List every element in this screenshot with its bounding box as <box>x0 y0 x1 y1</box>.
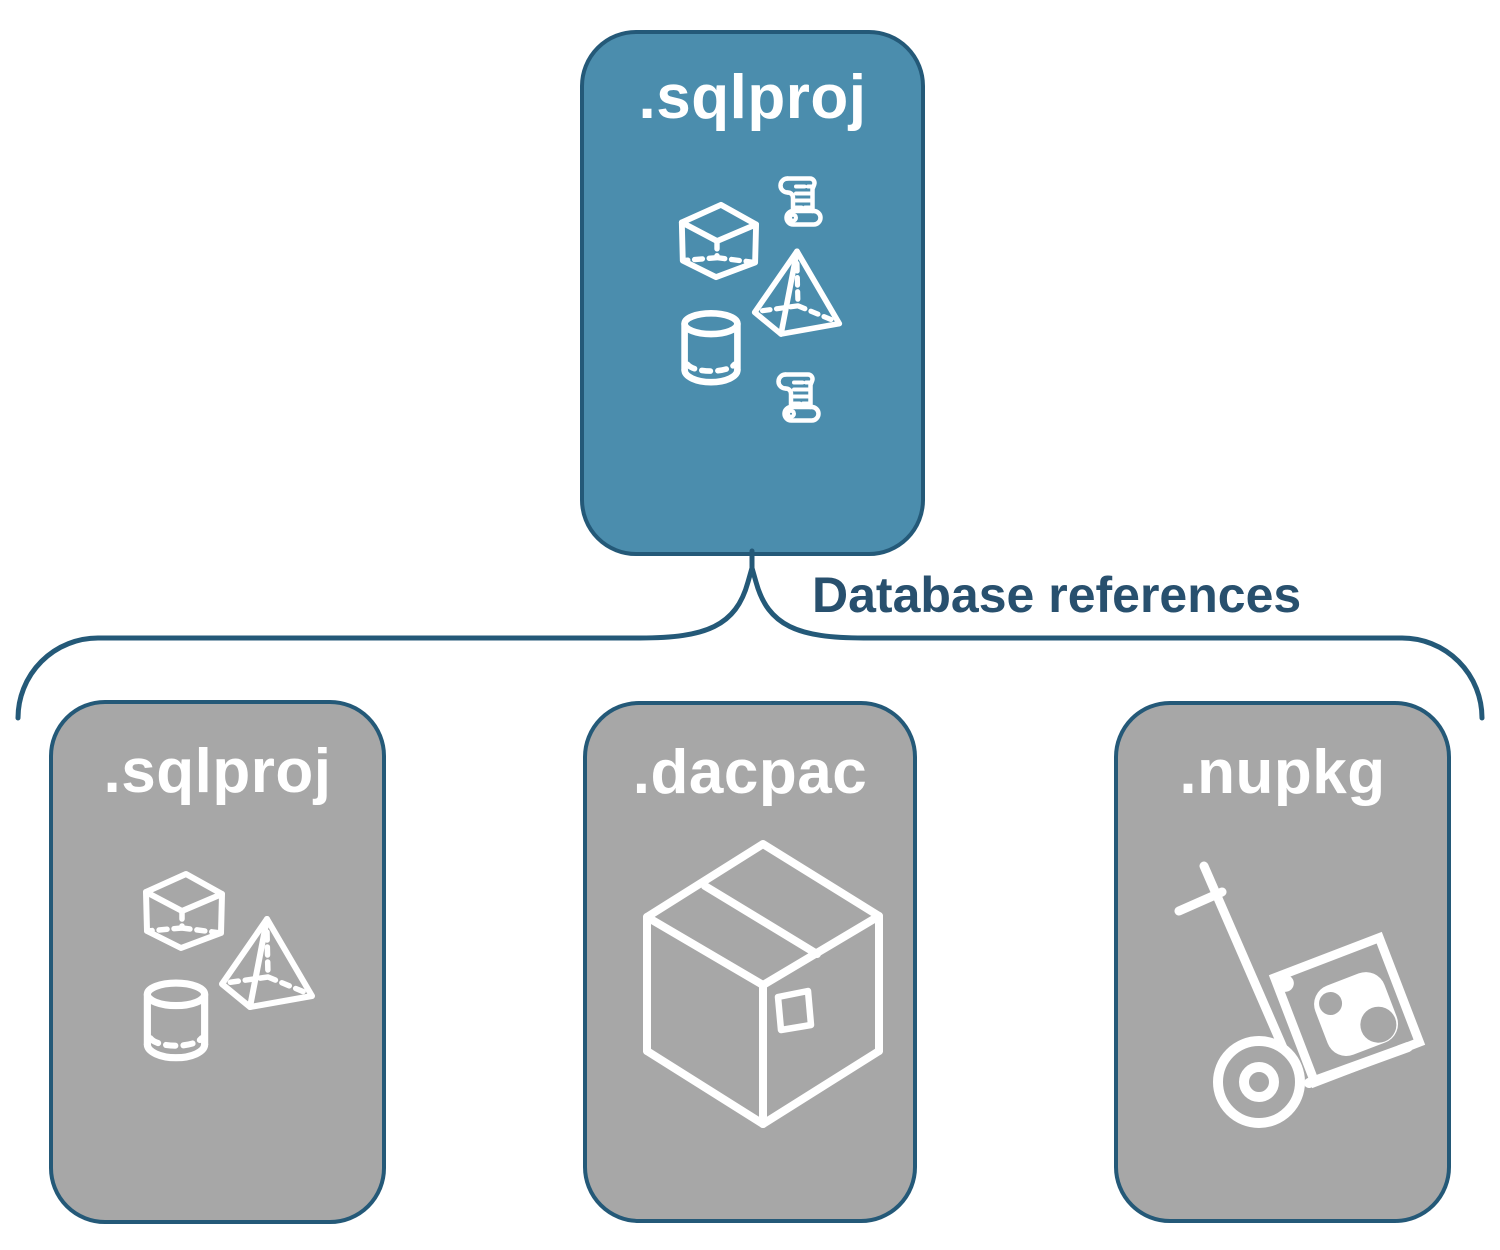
card-sqlproj-child: .sqlproj <box>49 700 386 1224</box>
card-dacpac: .dacpac <box>583 701 917 1223</box>
cube-icon <box>136 868 228 956</box>
scroll-icon <box>768 366 824 423</box>
pyramid-icon <box>746 240 848 337</box>
handtruck-wheel <box>1213 1036 1305 1128</box>
card-title: .nupkg <box>1179 738 1386 807</box>
card-title: .dacpac <box>632 738 868 807</box>
cube-icon <box>672 199 762 285</box>
pyramid-icon <box>215 907 319 1010</box>
nuget-package <box>1268 931 1426 1089</box>
scroll-icon <box>770 170 826 227</box>
package-box-icon <box>637 840 887 1130</box>
connector-label: Database references <box>812 567 1302 623</box>
cylinder-icon <box>678 310 744 394</box>
card-sqlproj-root: .sqlproj <box>580 30 925 556</box>
handtruck-handle <box>1174 887 1227 916</box>
card-title: .sqlproj <box>103 737 332 806</box>
cylinder-icon <box>140 979 212 1070</box>
card-title: .sqlproj <box>638 63 867 132</box>
card-nupkg: .nupkg <box>1114 701 1451 1223</box>
nuget-handtruck-icon <box>1162 852 1432 1142</box>
